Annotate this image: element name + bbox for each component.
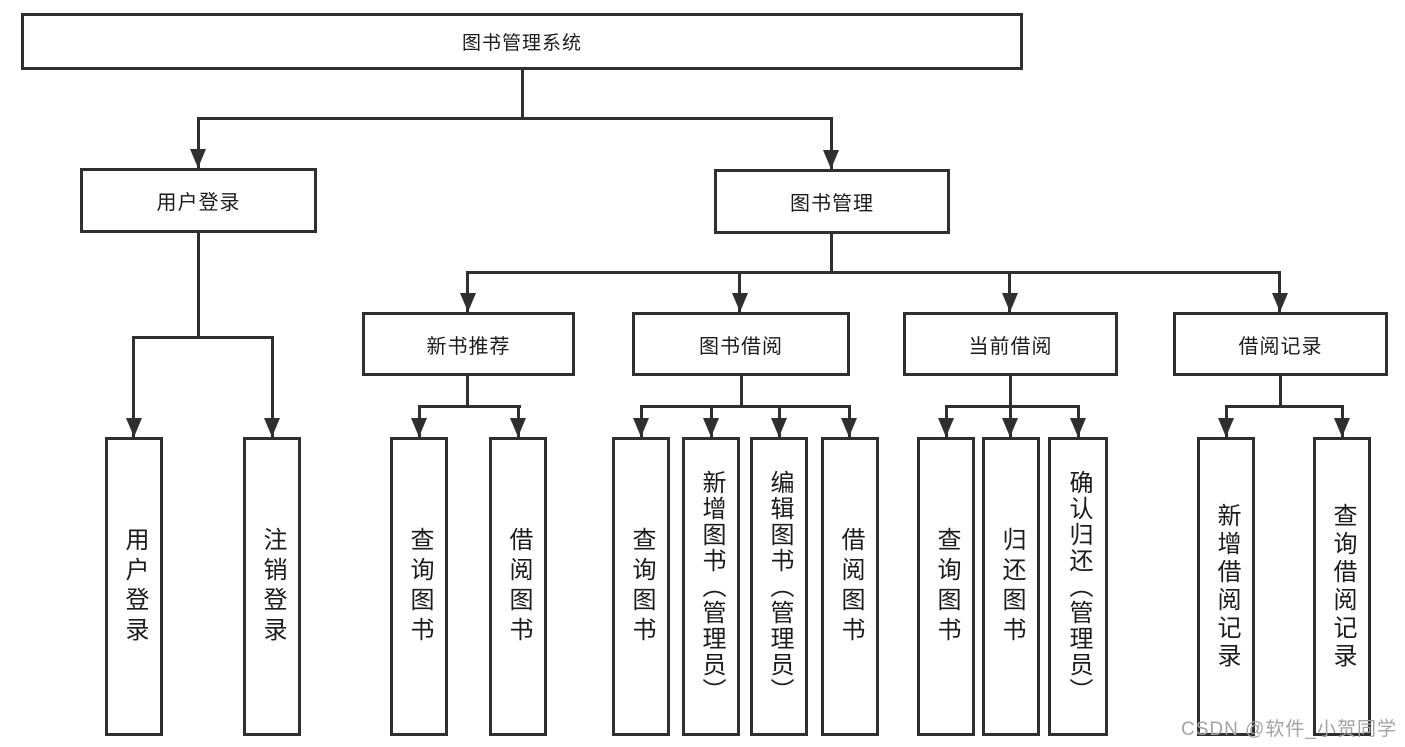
- node-current-borrowing-label: 当前借阅: [968, 335, 1053, 358]
- arrowhead-cb-query: [938, 418, 954, 437]
- node-borrowing-records-label: 借阅记录: [1238, 335, 1323, 358]
- connector-book-mgmt-branch: [466, 271, 1281, 274]
- leaf-bb-query-books-label: 查询图书: [628, 526, 655, 647]
- leaf-nb-borrow-books-label: 借阅图书: [505, 526, 532, 647]
- arrowhead-bb-edit: [771, 418, 787, 437]
- node-book-borrowing: 图书借阅: [632, 312, 850, 376]
- connector-user-login-trunk: [197, 233, 200, 337]
- arrowhead-bb-borrow: [841, 418, 857, 437]
- node-root: 图书管理系统: [21, 13, 1023, 70]
- arrowhead-logout: [264, 418, 280, 437]
- node-user-login-label: 用户登录: [156, 192, 241, 214]
- leaf-cb-query-books-label: 查询图书: [933, 526, 960, 647]
- connector-book-mgmt-trunk: [830, 234, 833, 272]
- connector-drop-user-login: [197, 117, 200, 168]
- connector-drop-borrowing: [738, 271, 741, 312]
- connector-drop-logout: [271, 336, 274, 437]
- connector-drop-book-mgmt: [830, 117, 833, 169]
- node-book-management-label: 图书管理: [790, 193, 874, 215]
- leaf-rc-query-record: 查询借阅记录: [1313, 437, 1371, 736]
- connector-new-books-branch: [418, 405, 521, 408]
- node-current-borrowing: 当前借阅: [903, 312, 1118, 376]
- connector-drop-current: [1008, 271, 1011, 312]
- connector-borrowing-trunk: [740, 376, 743, 406]
- arrowhead-borrowing: [732, 293, 748, 312]
- leaf-cb-query-books: 查询图书: [917, 437, 975, 736]
- arrowhead-records: [1272, 293, 1288, 312]
- connector-new-books-trunk: [466, 376, 469, 406]
- leaf-bb-add-books-admin: 新增图书（管理员）: [682, 437, 740, 736]
- leaf-user-login: 用户登录: [105, 437, 163, 736]
- connector-user-login-branch: [132, 336, 274, 339]
- leaf-bb-add-books-admin-label: 新增图书（管理员）: [698, 469, 725, 704]
- arrowhead-rc-query: [1334, 418, 1350, 437]
- leaf-bb-borrow-books-label: 借阅图书: [837, 526, 864, 647]
- arrowhead-nb-borrow: [510, 418, 526, 437]
- leaf-cb-return-books: 归还图书: [982, 437, 1040, 736]
- leaf-logout: 注销登录: [243, 437, 301, 736]
- leaf-bb-query-books: 查询图书: [612, 437, 670, 736]
- connector-borrowing-branch: [640, 405, 851, 408]
- node-new-book-recommend-label: 新书推荐: [426, 335, 511, 358]
- arrowhead-new-books: [460, 293, 476, 312]
- arrowhead-bb-query: [633, 418, 649, 437]
- arrowhead-bb-add: [703, 418, 719, 437]
- arrowhead-nb-query: [411, 418, 427, 437]
- node-borrowing-records: 借阅记录: [1173, 312, 1388, 376]
- leaf-cb-confirm-return-admin: 确认归还（管理员）: [1048, 437, 1108, 736]
- arrowhead-cb-return: [1002, 418, 1018, 437]
- leaf-nb-query-books: 查询图书: [390, 437, 448, 736]
- leaf-bb-edit-books-admin-label: 编辑图书（管理员）: [766, 469, 793, 704]
- csdn-watermark: CSDN @软件_小贺同学: [1181, 719, 1397, 740]
- connector-current-branch: [945, 405, 1080, 408]
- leaf-rc-add-record-label: 新增借阅记录: [1213, 502, 1240, 671]
- arrowhead-current: [1002, 293, 1018, 312]
- arrowhead-rc-add: [1218, 418, 1234, 437]
- node-user-login: 用户登录: [80, 168, 317, 233]
- connector-root-trunk: [521, 70, 524, 118]
- connector-root-branch: [197, 117, 833, 120]
- leaf-nb-query-books-label: 查询图书: [406, 526, 433, 647]
- node-new-book-recommend: 新书推荐: [362, 312, 575, 376]
- leaf-nb-borrow-books: 借阅图书: [489, 437, 547, 736]
- arrowhead-cb-confirm: [1070, 418, 1086, 437]
- leaf-rc-query-record-label: 查询借阅记录: [1329, 502, 1356, 671]
- arrowhead-book-mgmt: [823, 150, 839, 169]
- leaf-user-login-label: 用户登录: [121, 526, 148, 647]
- node-book-borrowing-label: 图书借阅: [699, 335, 783, 358]
- arrowhead-login: [126, 418, 142, 437]
- node-root-label: 图书管理系统: [461, 33, 582, 54]
- leaf-rc-add-record: 新增借阅记录: [1197, 437, 1255, 736]
- connector-drop-login: [132, 336, 135, 437]
- leaf-cb-confirm-return-admin-label: 确认归还（管理员）: [1065, 469, 1092, 704]
- leaf-logout-label: 注销登录: [259, 526, 286, 647]
- leaf-bb-borrow-books: 借阅图书: [821, 437, 879, 736]
- connector-drop-records: [1278, 271, 1281, 312]
- connector-drop-new-books: [466, 271, 469, 312]
- connector-records-branch: [1225, 405, 1344, 408]
- node-book-management: 图书管理: [714, 169, 950, 234]
- connector-records-trunk: [1279, 376, 1282, 406]
- arrowhead-user-login: [190, 149, 206, 168]
- leaf-cb-return-books-label: 归还图书: [998, 526, 1025, 647]
- leaf-bb-edit-books-admin: 编辑图书（管理员）: [750, 437, 808, 736]
- connector-current-trunk: [1009, 376, 1012, 406]
